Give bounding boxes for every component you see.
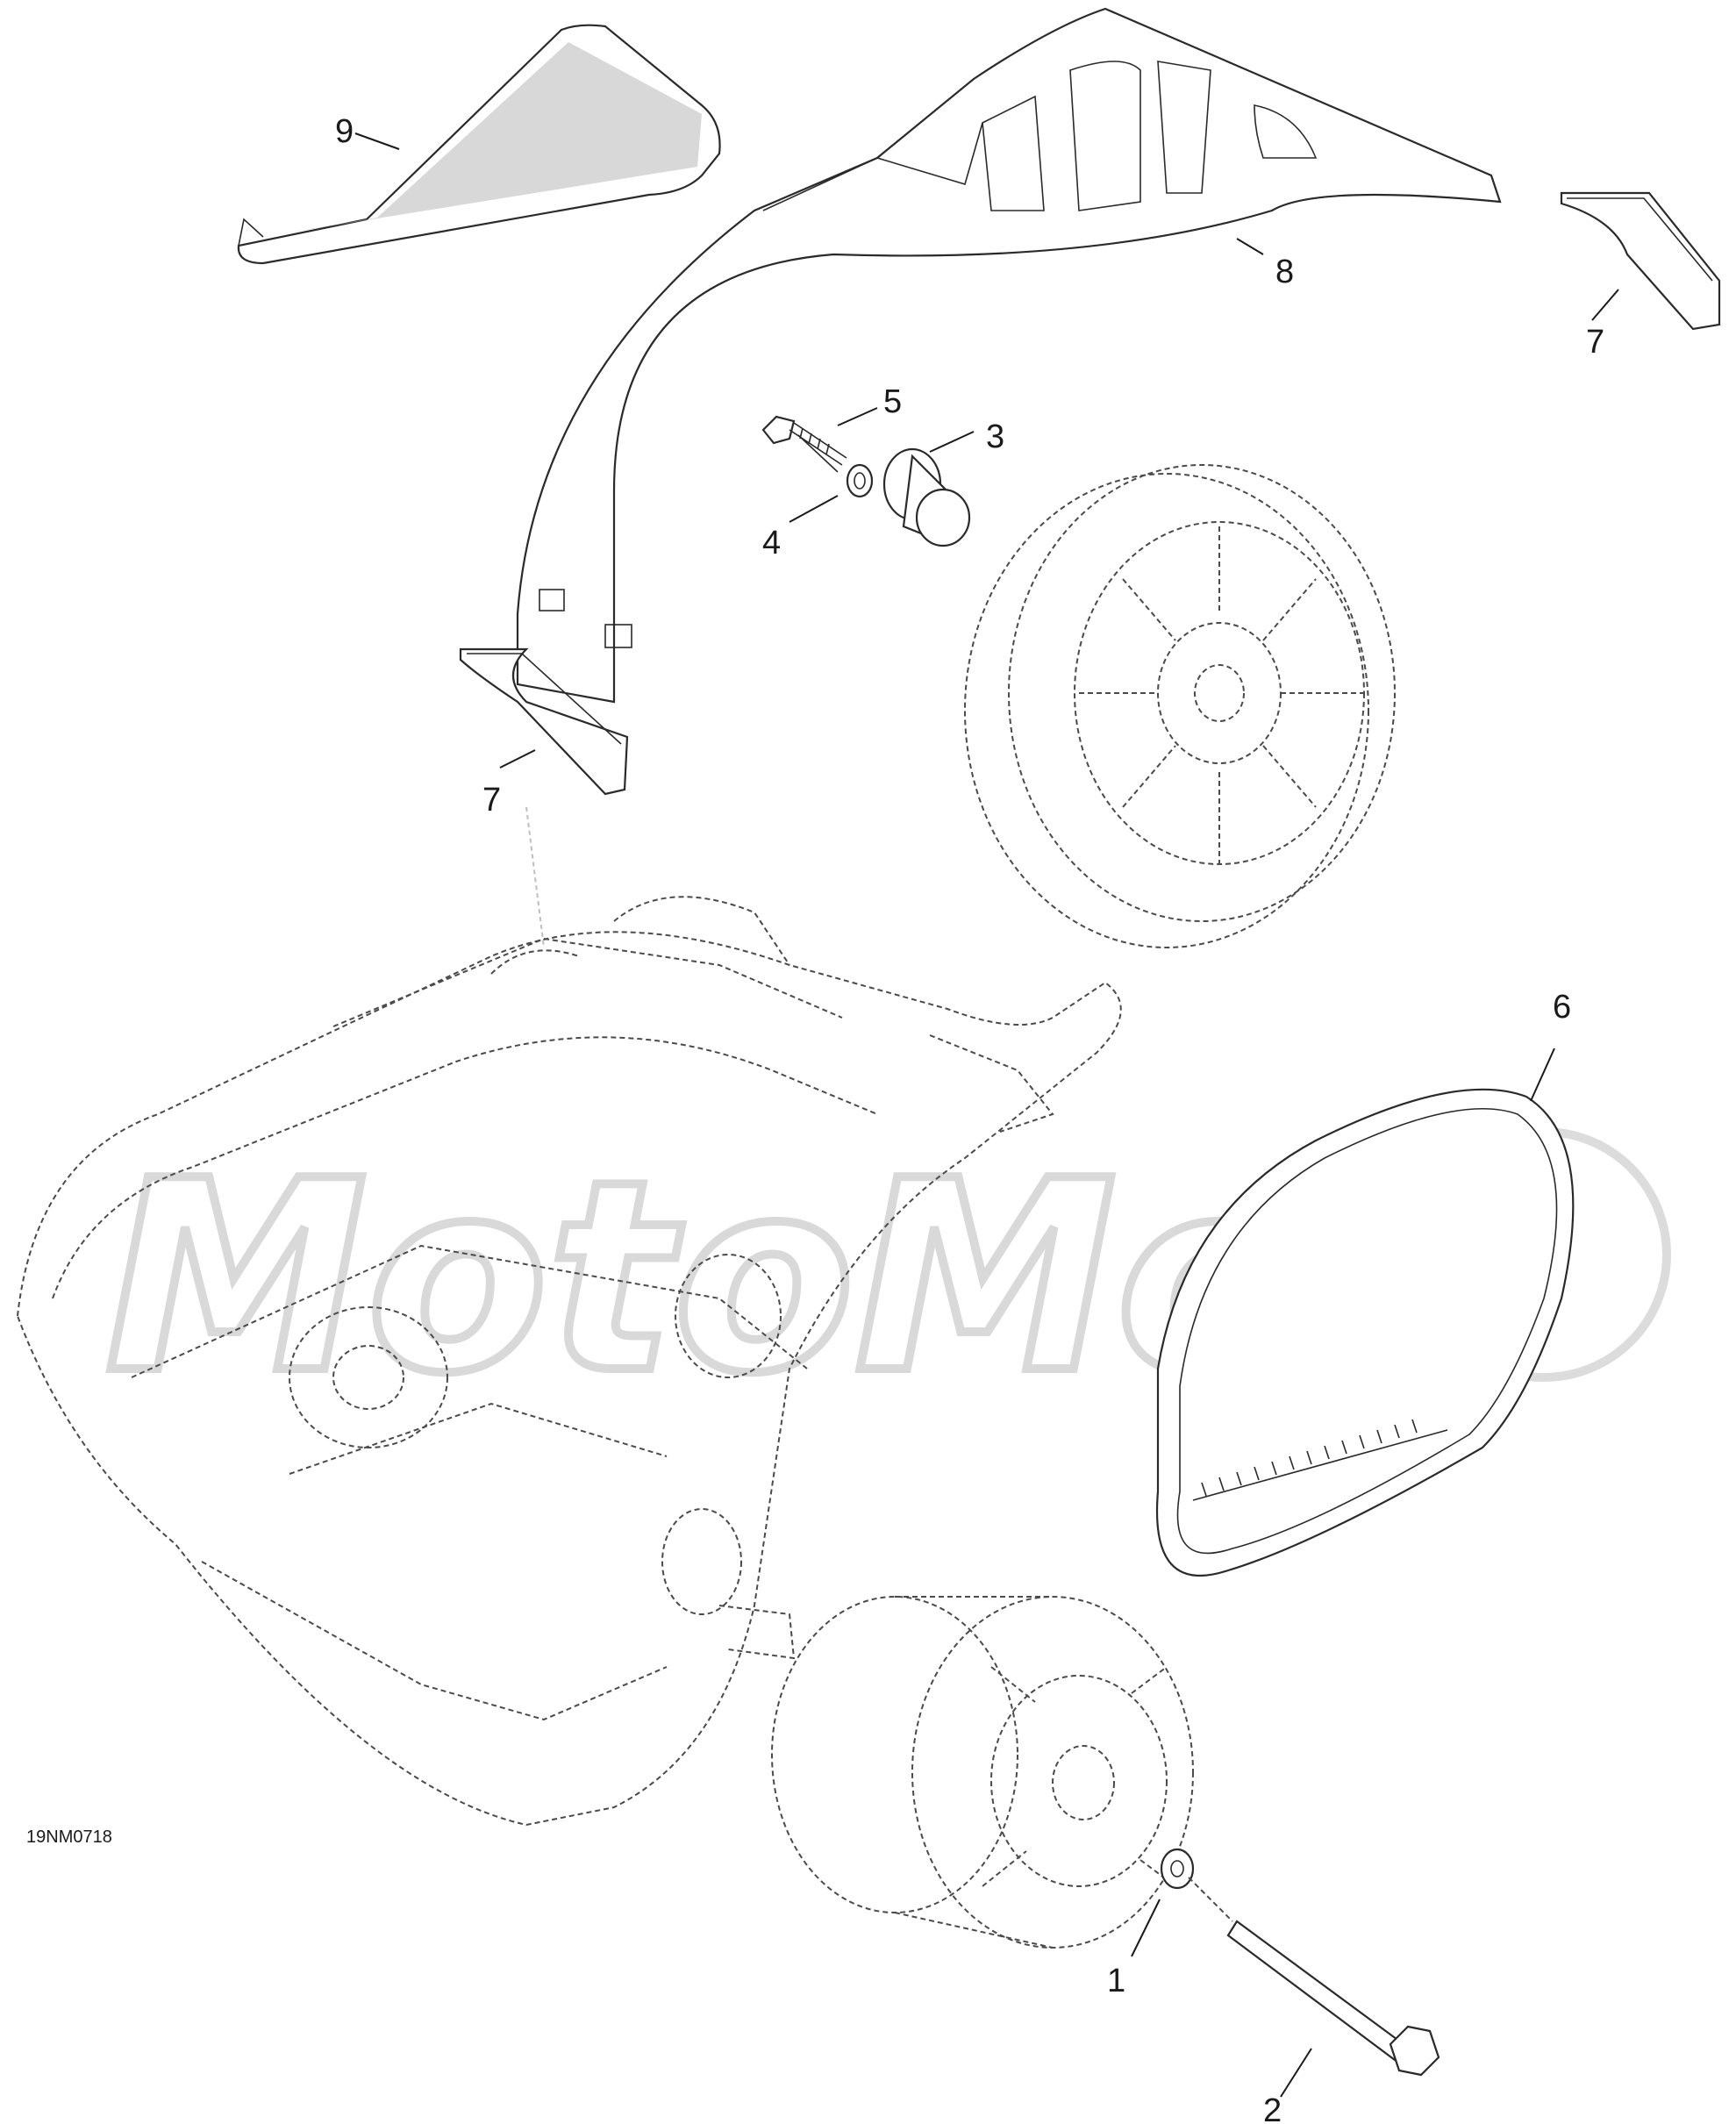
part-6-drive-belt bbox=[1155, 1088, 1575, 1577]
part-2-bolt bbox=[1188, 1877, 1440, 2077]
part-7-strip-left bbox=[459, 647, 629, 796]
callout-2: 2 bbox=[1263, 2092, 1282, 2124]
callout-6: 6 bbox=[1553, 989, 1571, 1026]
part-5-screw bbox=[761, 415, 847, 473]
drive-pulley-dashed bbox=[771, 1596, 1194, 1949]
callout-9: 9 bbox=[335, 113, 354, 150]
callout-7-left: 7 bbox=[482, 782, 501, 819]
part-3-spacer bbox=[882, 447, 971, 547]
engine-dashed bbox=[16, 806, 1122, 1827]
part-7-strip-right bbox=[1560, 191, 1721, 331]
callout-5: 5 bbox=[883, 383, 902, 420]
watermark: MotoMo bbox=[101, 1120, 1671, 1435]
part-4-washer bbox=[846, 463, 874, 498]
callout-4: 4 bbox=[762, 525, 781, 561]
part-9-foam-pad bbox=[237, 24, 721, 265]
leader-lines bbox=[354, 132, 1619, 2098]
callout-3: 3 bbox=[986, 418, 1004, 455]
callout-7-right: 7 bbox=[1586, 324, 1604, 361]
diagram-code: 19NM0718 bbox=[26, 1827, 112, 1847]
part-8-belt-guard bbox=[516, 7, 1502, 704]
part-1-washer bbox=[1160, 1848, 1195, 1890]
driven-pulley-dashed bbox=[964, 464, 1396, 948]
callout-1: 1 bbox=[1107, 1963, 1125, 1999]
callout-labels: 9 8 7 5 3 4 7 6 1 2 bbox=[335, 113, 1604, 2124]
watermark-text: MotoMo bbox=[105, 1125, 1297, 1431]
callout-8: 8 bbox=[1275, 254, 1294, 290]
